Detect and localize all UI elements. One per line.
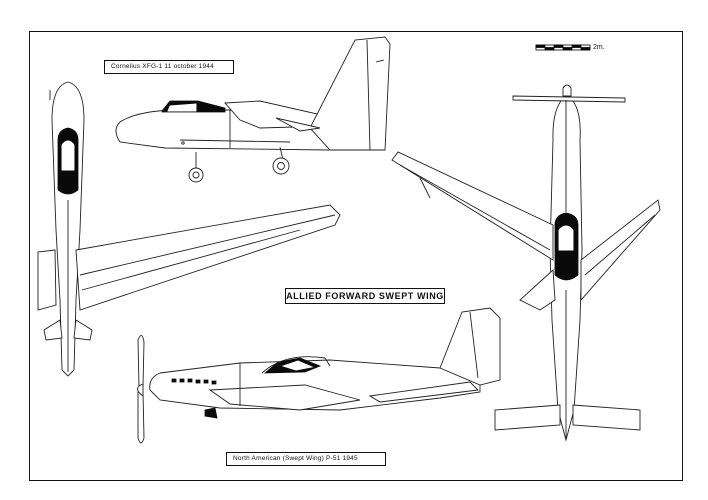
scale-label: 2m.: [593, 44, 605, 51]
xfg1-caption: Cornelius XFG-1 11 october 1944: [104, 60, 234, 74]
p51-side-view: [137, 307, 501, 444]
sheet-border: [29, 31, 683, 481]
scale-bar: [535, 44, 591, 51]
xfg1-side-view: [115, 36, 391, 183]
sheet-title: ALLIED FORWARD SWEPT WING: [285, 288, 445, 304]
p51-top-view: [391, 84, 661, 442]
p51-caption: North American (Swept Wing) P-51 1945: [226, 452, 386, 466]
exhaust-stacks: [171, 378, 217, 385]
xfg1-top-view: [37, 81, 341, 377]
